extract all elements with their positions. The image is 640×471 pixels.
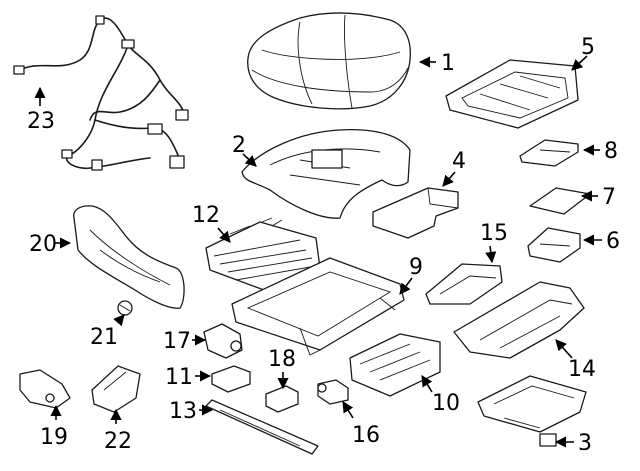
callout-9: 9 xyxy=(409,255,423,280)
seat-frame-part xyxy=(231,257,405,356)
track-rail-part xyxy=(205,399,319,455)
callout-1: 1 xyxy=(441,51,455,76)
side-shield-part xyxy=(73,205,185,309)
callout-21: 21 xyxy=(90,325,118,350)
pad-part xyxy=(529,187,591,215)
motor-part xyxy=(203,323,243,359)
callout-5: 5 xyxy=(581,35,595,60)
switch-part xyxy=(265,385,299,413)
callout-17: 17 xyxy=(163,329,191,354)
callout-19: 19 xyxy=(40,425,68,450)
spring-mat-part xyxy=(205,217,321,291)
callout-8: 8 xyxy=(604,139,618,164)
callout-2: 2 xyxy=(232,133,246,158)
wiring-harness-part xyxy=(13,15,189,171)
callout-15: 15 xyxy=(480,221,508,246)
callout-12: 12 xyxy=(192,203,220,228)
bracket-part xyxy=(425,263,503,305)
bolster-insert-part xyxy=(372,187,459,239)
clip-part xyxy=(519,139,579,167)
callout-14: 14 xyxy=(568,357,596,382)
callout-23: 23 xyxy=(27,109,55,134)
adjuster-module-part xyxy=(349,333,441,397)
outer-trim-part xyxy=(453,281,585,359)
tray-part xyxy=(527,227,581,263)
callout-16: 16 xyxy=(352,423,380,448)
seat-cushion-part xyxy=(247,12,411,110)
control-module-part xyxy=(91,365,141,413)
callout-6: 6 xyxy=(606,229,620,254)
callout-18: 18 xyxy=(268,347,296,372)
callout-10: 10 xyxy=(432,391,460,416)
callout-13: 13 xyxy=(169,399,197,424)
actuator-part xyxy=(317,379,349,405)
callout-20: 20 xyxy=(29,232,57,257)
cushion-pan-part xyxy=(241,129,411,219)
knob-part xyxy=(117,300,133,316)
callout-7: 7 xyxy=(602,185,616,210)
callout-22: 22 xyxy=(104,429,132,454)
callout-11: 11 xyxy=(165,365,193,390)
callout-4: 4 xyxy=(452,149,466,174)
mount-bracket-part xyxy=(19,369,71,409)
track-assembly-part xyxy=(477,375,587,447)
callout-3: 3 xyxy=(578,431,592,456)
seat-heater-part xyxy=(445,59,579,129)
small-bracket-part xyxy=(211,365,251,393)
